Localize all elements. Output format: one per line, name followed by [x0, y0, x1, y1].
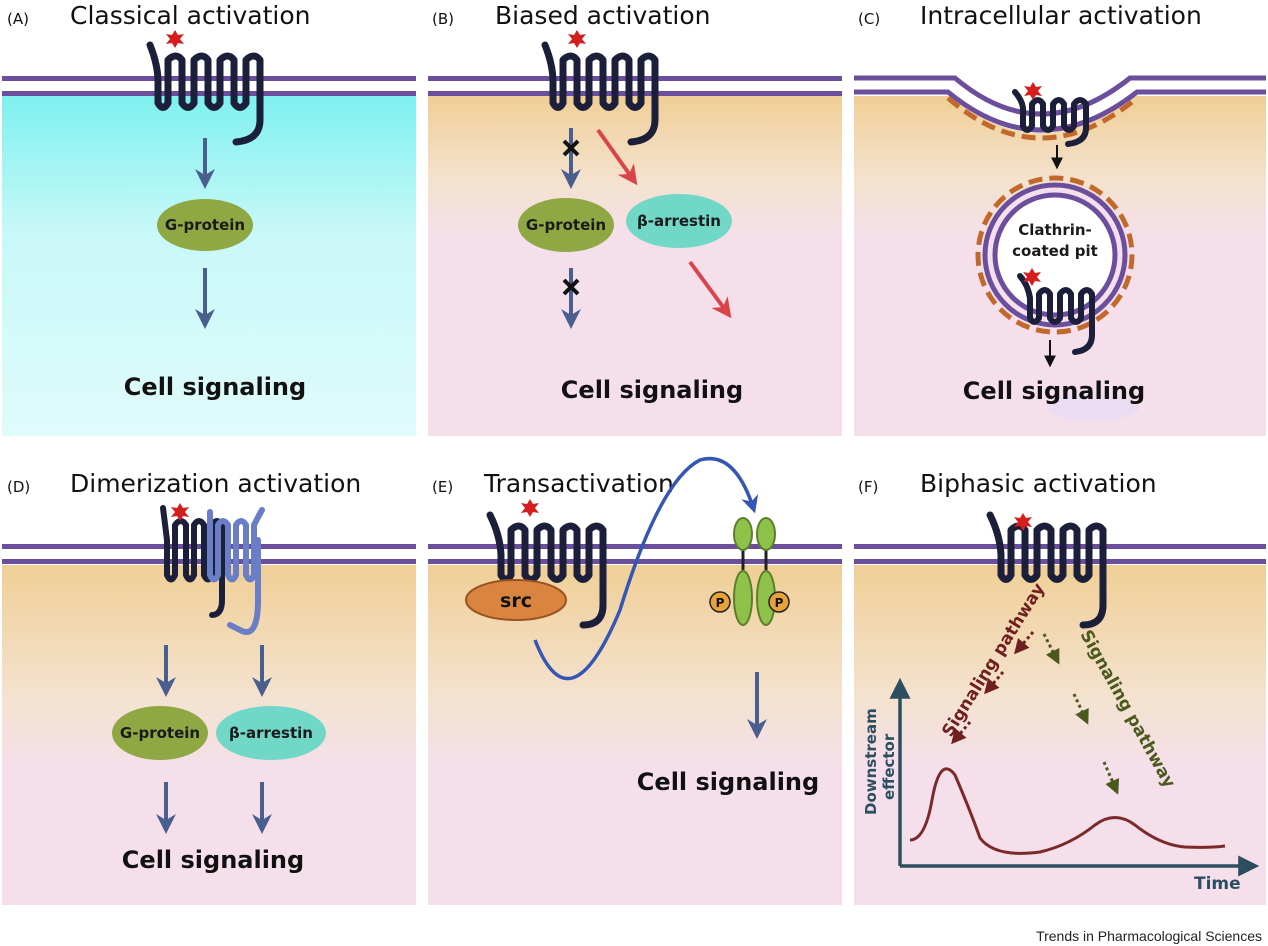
- panel-b-arrestin: [626, 194, 732, 248]
- panel-b-arrow-red-1: [596, 128, 638, 186]
- panel-b-arrow-red-2: [688, 260, 732, 319]
- panel-b-gprotein-label: G-protein: [526, 216, 606, 234]
- panel-d-gprotein-label: G-protein: [120, 724, 200, 742]
- panel-d-letter: (D): [7, 478, 30, 496]
- panel-a-title: Classical activation: [70, 1, 311, 30]
- panel-e-rtk-dimer: [733, 517, 776, 626]
- panel-c-ligand-icon-surface: [1024, 82, 1042, 100]
- panel-e-src-label: src: [500, 590, 532, 612]
- panel-b-block-icon-1: [562, 139, 580, 157]
- panel-d-ligand-icon: [171, 503, 189, 521]
- panel-c-clathrin-coat-top: [946, 96, 1139, 141]
- panel-f-x-axis-label: Time: [1194, 874, 1241, 894]
- panel-d-arrestin-label: β-arrestin: [229, 724, 313, 742]
- panel-a-ligand-icon: [166, 30, 184, 48]
- panel-e-ligand-icon: [521, 499, 539, 517]
- panel-c-pit-label-2: coated pit: [1012, 242, 1098, 260]
- panel-b-receptor: [541, 41, 659, 146]
- panel-d-gprotein: [112, 706, 208, 760]
- panel-d-title: Dimerization activation: [70, 469, 361, 498]
- panel-a-signal-label: Cell signaling: [124, 373, 306, 401]
- panel-e-signal-label: Cell signaling: [637, 768, 819, 796]
- panel-c-title: Intracellular activation: [920, 1, 1202, 30]
- panel-d-arrestin: [216, 706, 326, 760]
- panel-d: (D) Dimerization activation G-protein β-…: [2, 469, 416, 905]
- panel-a-gprotein-label: G-protein: [165, 216, 245, 234]
- panel-f-receptor: [986, 511, 1107, 629]
- panel-e-phospho-icon-2: [768, 591, 790, 613]
- panel-f-pathway-left-arrows: [951, 631, 1035, 745]
- panel-e-transactivation-arrow: [533, 456, 759, 681]
- panel-b: (B) Biased activation G-protein β-arrest…: [428, 1, 842, 436]
- panel-b-gprotein: [518, 198, 614, 252]
- panel-e-src: [465, 579, 567, 621]
- panel-f-y-axis-label-1: Downstream: [862, 708, 880, 815]
- panel-e-letter: (E): [432, 478, 453, 496]
- panel-e-receptor: [486, 511, 607, 629]
- panel-c: (C) Intracellular activation Clathrin- c…: [854, 1, 1266, 436]
- panel-f-pathway-right-arrows: [1042, 633, 1120, 795]
- panel-a: (A) Classical activation G-protein Cell …: [2, 1, 416, 436]
- panel-e-cytoplasm: [428, 565, 842, 905]
- panel-d-signal-label: Cell signaling: [122, 846, 304, 874]
- panel-d-cytoplasm: [2, 565, 416, 905]
- panel-f-response-curve: [909, 767, 1226, 855]
- panel-a-letter: (A): [7, 10, 29, 28]
- panel-f-cytoplasm: [854, 565, 1266, 905]
- panel-b-letter: (B): [432, 10, 454, 28]
- panel-f-title: Biphasic activation: [920, 469, 1157, 498]
- panel-c-receptor-surface: [1012, 89, 1089, 147]
- panel-c-clathrin-coat: [975, 175, 1135, 335]
- panel-f-ligand-icon: [1014, 513, 1032, 531]
- panel-b-arrestin-label: β-arrestin: [637, 212, 721, 230]
- panel-b-membrane: [428, 76, 842, 96]
- panel-a-gprotein: [157, 199, 253, 251]
- panel-c-ligand-icon-vesicle: [1023, 268, 1041, 286]
- panel-b-title: Biased activation: [495, 1, 710, 30]
- panel-c-letter: (C): [858, 10, 880, 28]
- panel-f: (F) Biphasic activation Signaling pathwa…: [854, 469, 1266, 905]
- panel-c-signal-label: Cell signaling: [963, 377, 1145, 405]
- panel-f-letter: (F): [858, 478, 878, 496]
- panel-e-phospho-label-2: P: [775, 596, 784, 610]
- panel-e: (E) Transactivation src P P Cell signali…: [428, 456, 842, 905]
- panel-e-phospho-icon-1: [709, 591, 731, 613]
- panel-a-receptor: [146, 41, 264, 146]
- journal-footer: Trends in Pharmacological Sciences: [1036, 928, 1262, 944]
- panel-b-block-icon-2: [562, 278, 580, 296]
- panel-a-cytoplasm: [2, 96, 416, 436]
- panel-b-cytoplasm: [428, 96, 842, 436]
- panel-e-phospho-label-1: P: [716, 596, 725, 610]
- panel-d-receptor-2: [207, 507, 265, 635]
- panel-b-ligand-icon: [568, 30, 586, 48]
- panel-c-pit-label-1: Clathrin-: [1018, 221, 1092, 239]
- panel-b-signal-label: Cell signaling: [561, 376, 743, 404]
- panel-e-title: Transactivation: [483, 469, 674, 498]
- panel-c-signal-glow: [1047, 393, 1139, 421]
- panel-c-receptor-vesicle: [1017, 273, 1095, 355]
- panel-f-y-axis-label-2: effector: [880, 733, 898, 800]
